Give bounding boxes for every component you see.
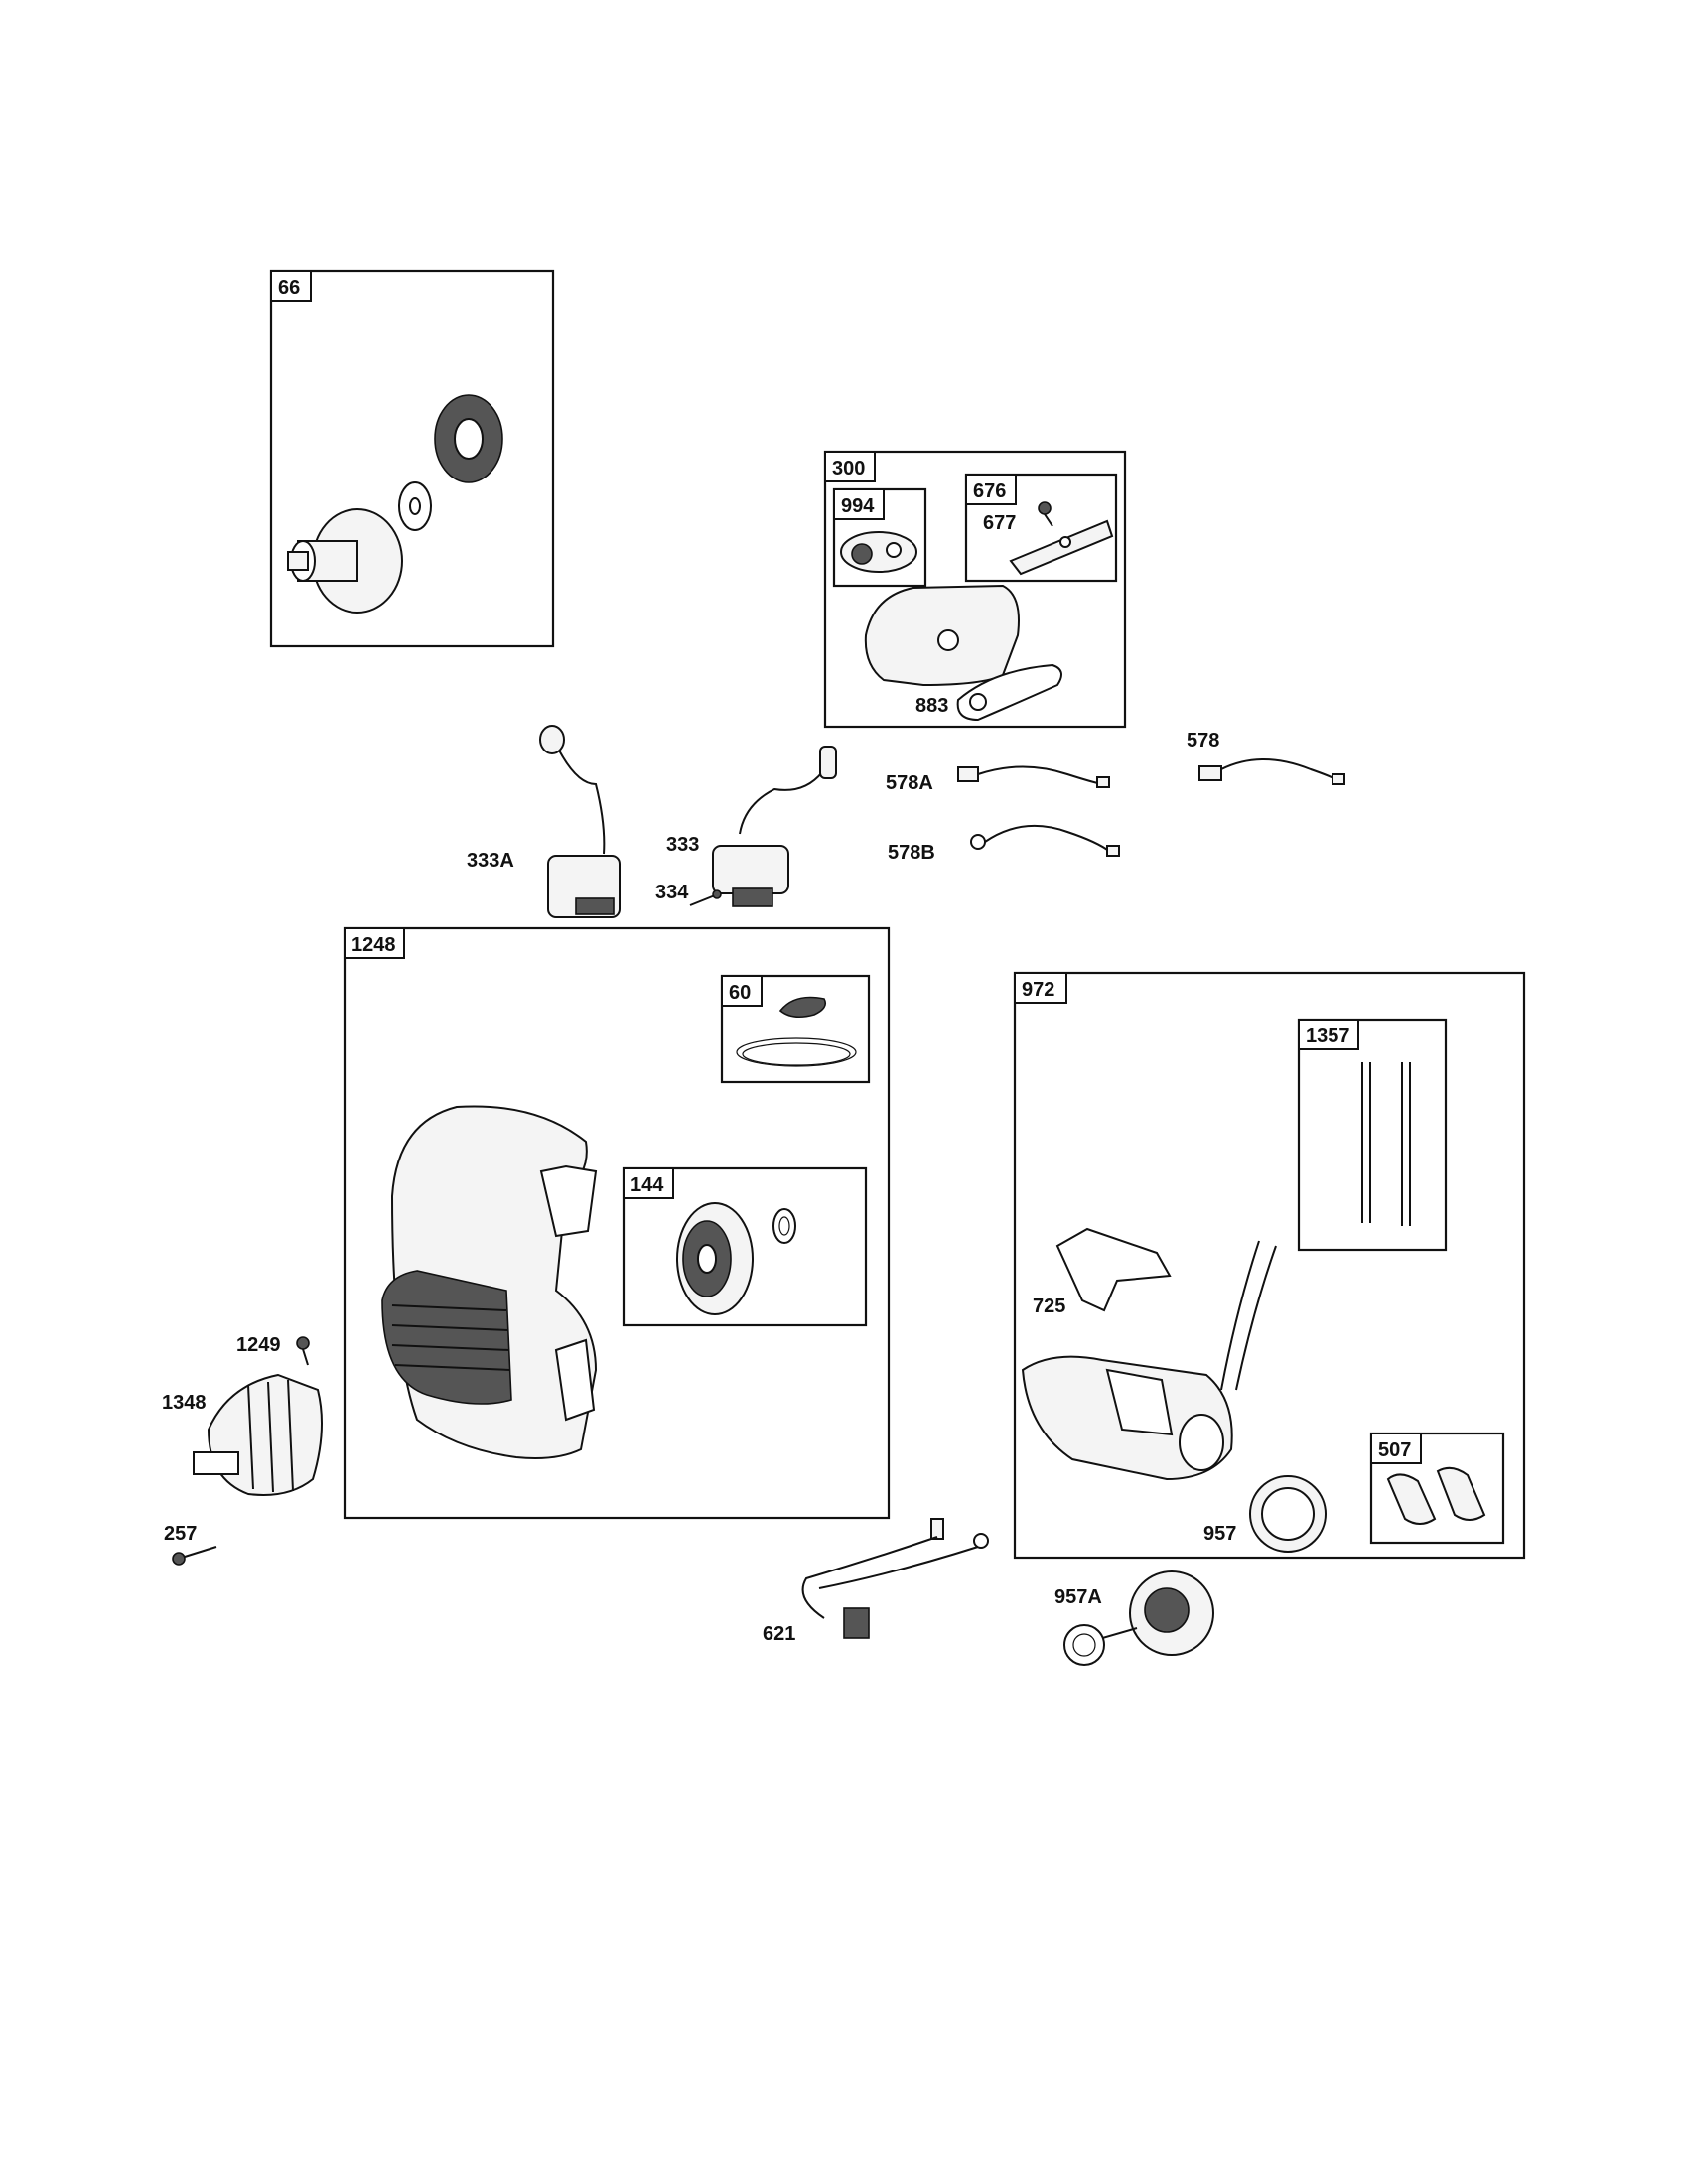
group-300-label: 300 <box>832 458 865 479</box>
callout-677[interactable]: 677 <box>983 512 1016 534</box>
lead-578-part <box>1198 758 1345 785</box>
group-1248-label: 1248 <box>351 934 396 956</box>
callout-957A[interactable]: 957A <box>1054 1586 1102 1608</box>
screw-1249-part <box>296 1336 310 1366</box>
group-66[interactable]: 66 <box>269 269 555 648</box>
fuel-line-pair-part <box>1361 1062 1411 1226</box>
group-1248[interactable]: 1248 60 144 <box>343 926 891 1520</box>
fuel-tank-bracket-part <box>1055 1227 1172 1312</box>
group-144-label: 144 <box>631 1174 664 1196</box>
callout-1249[interactable]: 1249 <box>236 1334 281 1356</box>
screw-677-part <box>1038 501 1053 527</box>
callout-1348[interactable]: 1348 <box>162 1392 207 1414</box>
group-676-label: 676 <box>973 480 1006 502</box>
group-144[interactable]: 144 <box>622 1166 868 1327</box>
callout-257[interactable]: 257 <box>164 1523 197 1545</box>
callout-578A[interactable]: 578A <box>886 772 933 794</box>
fuel-lines-part <box>1220 1240 1277 1391</box>
callout-725[interactable]: 725 <box>1033 1296 1065 1317</box>
group-507-label: 507 <box>1378 1439 1411 1461</box>
group-300[interactable]: 300 994 676 677 <box>823 450 1127 729</box>
callout-333[interactable]: 333 <box>666 834 699 856</box>
filter-gasket-part <box>956 663 1062 722</box>
callout-957[interactable]: 957 <box>1203 1523 1236 1545</box>
retainer-clip-part <box>772 1208 796 1244</box>
fuel-cap-957-part <box>1249 1475 1327 1553</box>
lead-578A-part <box>957 765 1110 788</box>
group-66-label: 66 <box>278 277 300 299</box>
group-994[interactable]: 994 <box>832 487 927 588</box>
rewind-spring-part <box>736 996 857 1067</box>
fuel-cap-957A-part <box>1063 1570 1214 1666</box>
fuel-tank-part <box>1021 1355 1233 1481</box>
air-filter-housing-part <box>864 584 1020 687</box>
group-972-label: 972 <box>1022 979 1054 1001</box>
cylinder-fins-part <box>381 1270 512 1405</box>
group-1357-label: 1357 <box>1306 1025 1350 1047</box>
fuel-filter-pads-part <box>1386 1466 1486 1525</box>
callout-333A[interactable]: 333A <box>467 850 514 872</box>
ignition-coil-333A <box>539 725 621 918</box>
wire-harness-621-part <box>801 1518 989 1639</box>
bolt-257-part <box>172 1546 217 1566</box>
group-972[interactable]: 972 1357 725 <box>1013 971 1526 1560</box>
ignition-coil-333 <box>712 746 837 907</box>
screw-334-part <box>689 889 722 906</box>
callout-883[interactable]: 883 <box>915 695 948 717</box>
group-60-label: 60 <box>729 982 751 1004</box>
clutch-drum-part <box>287 508 403 614</box>
filter-element-part <box>840 531 917 573</box>
callout-578B[interactable]: 578B <box>888 842 935 864</box>
callout-578[interactable]: 578 <box>1187 730 1219 751</box>
group-1357[interactable]: 1357 <box>1297 1018 1448 1252</box>
group-60[interactable]: 60 <box>720 974 871 1084</box>
callout-334[interactable]: 334 <box>655 882 689 903</box>
clutch-washer-part <box>398 481 432 531</box>
group-994-label: 994 <box>841 495 875 517</box>
callout-621[interactable]: 621 <box>763 1623 795 1645</box>
clutch-shoe-part <box>434 394 503 483</box>
group-676[interactable]: 676 677 <box>964 473 1118 583</box>
starter-pulley-part <box>676 1202 754 1315</box>
filter-cover-plate-part <box>1009 519 1114 576</box>
group-507[interactable]: 507 <box>1369 1432 1505 1545</box>
lead-578B-part <box>970 824 1120 857</box>
fan-housing-1348-part <box>193 1373 323 1496</box>
